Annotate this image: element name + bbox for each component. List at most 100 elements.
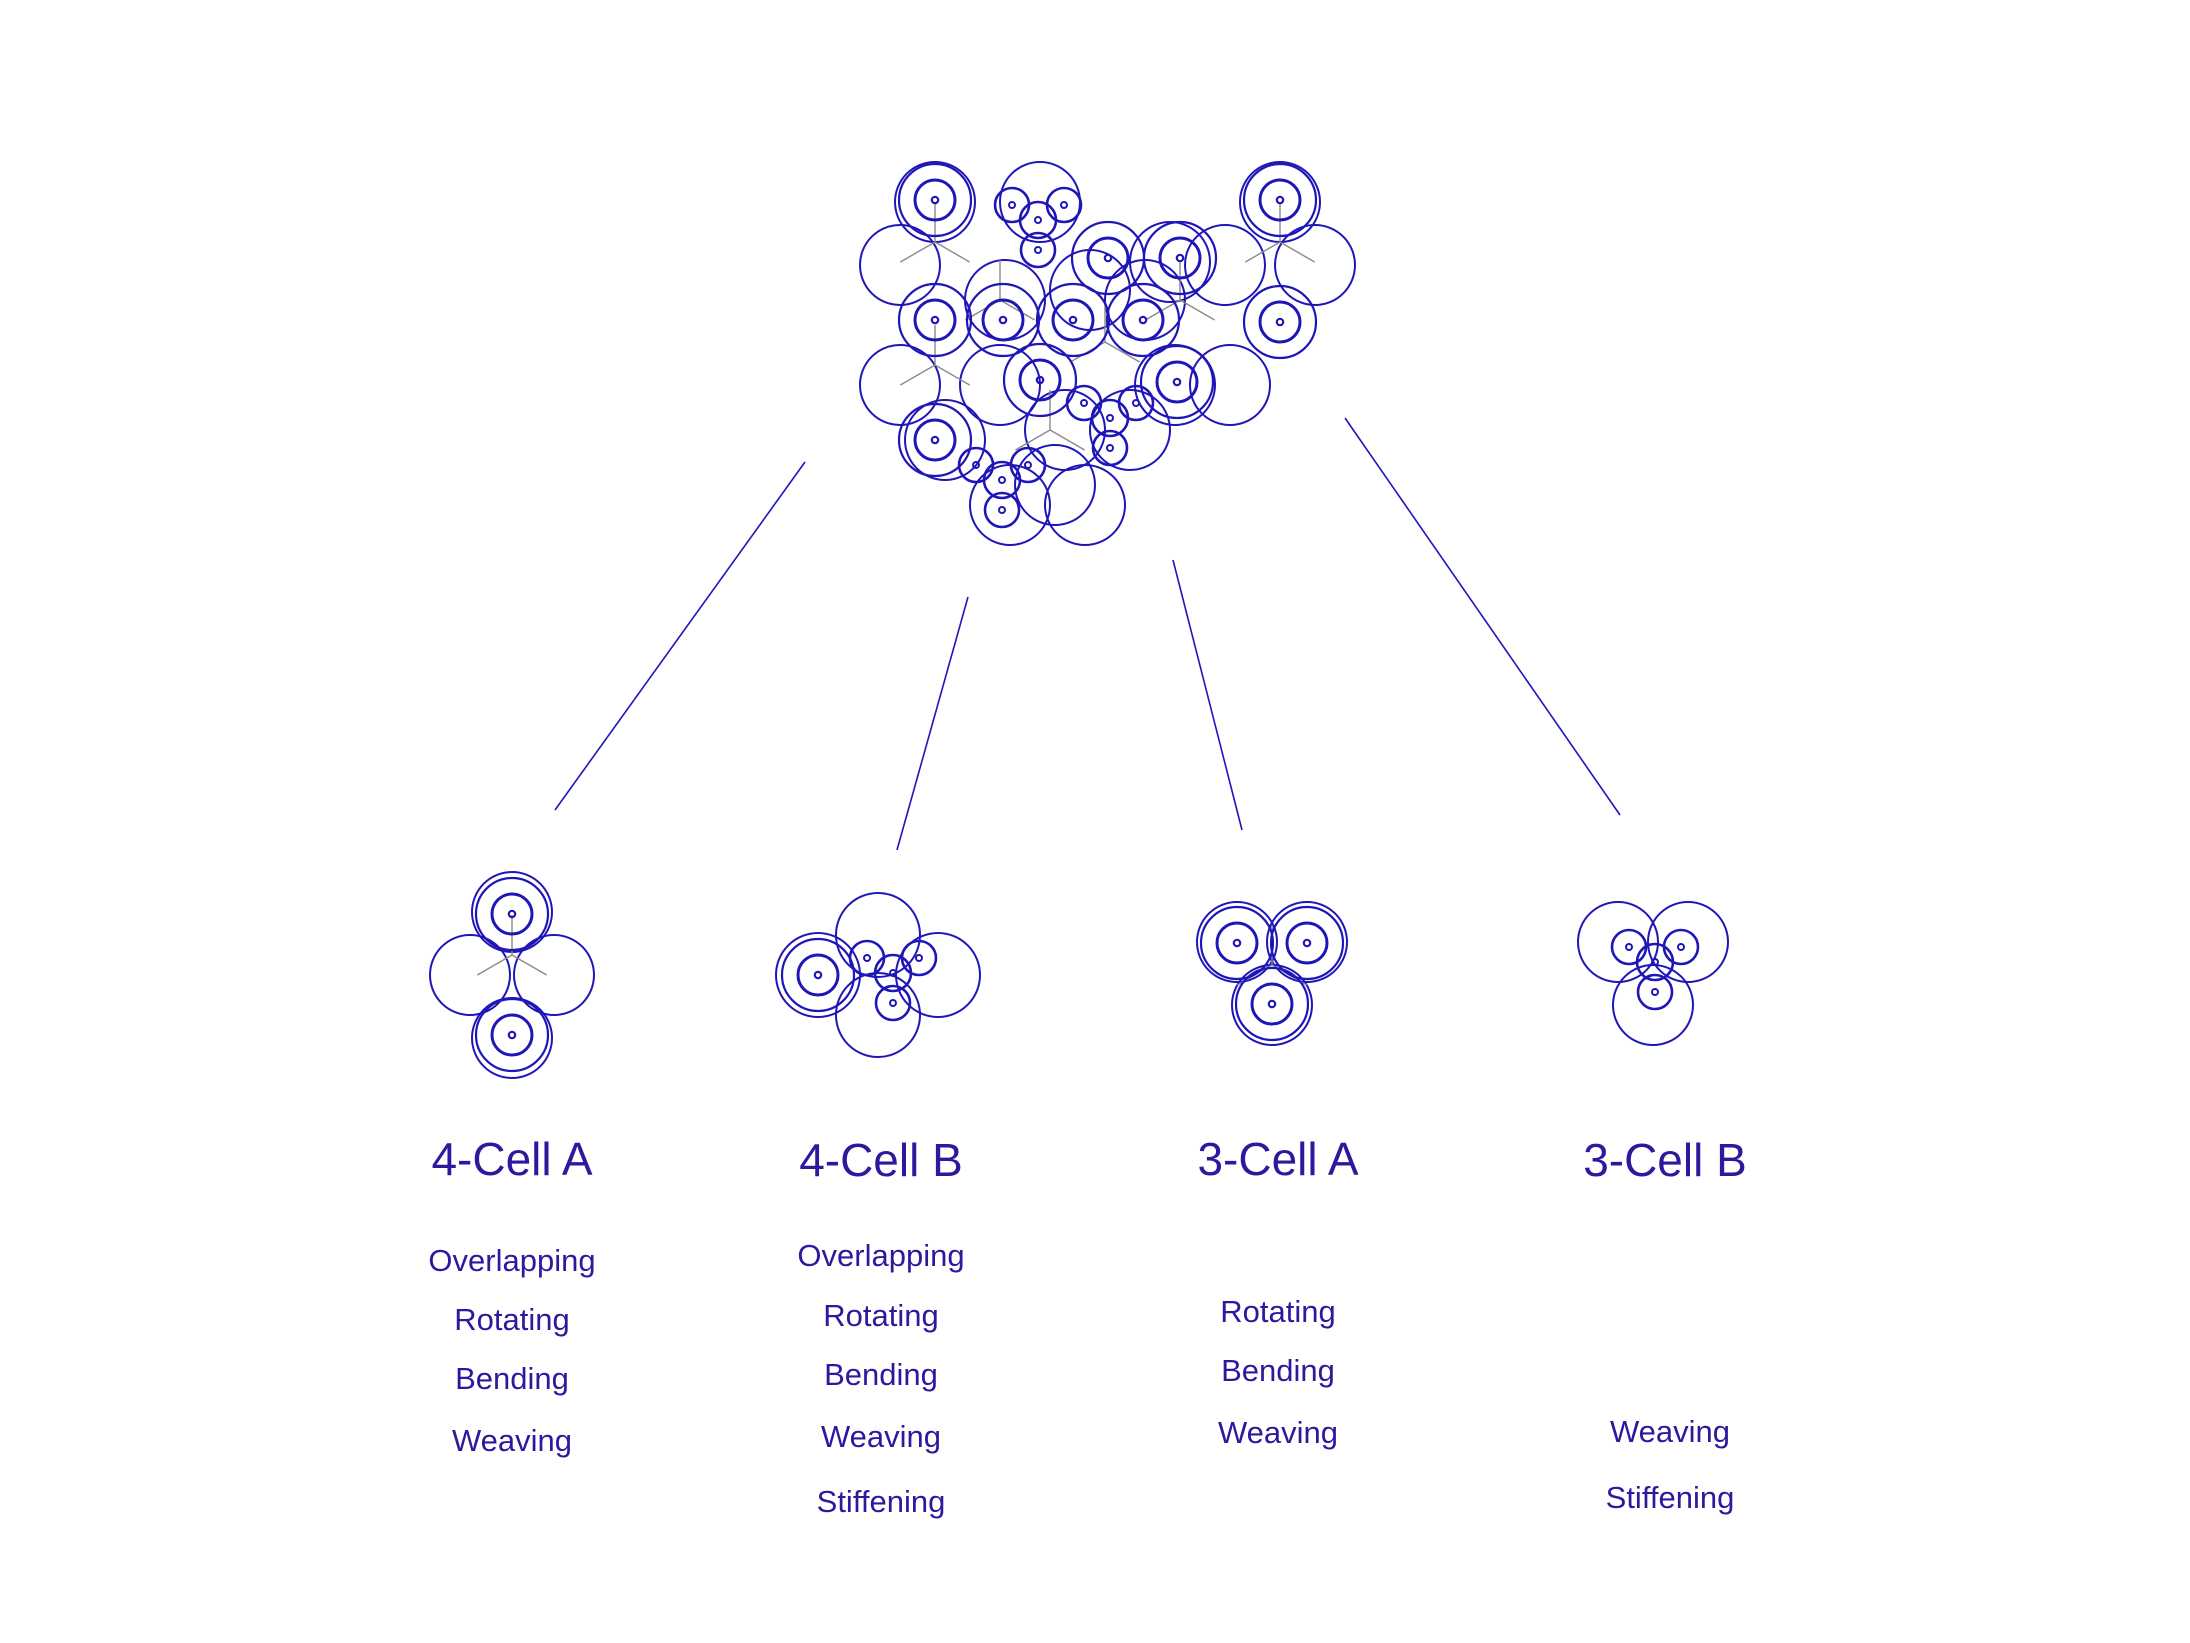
cell-inner-ring xyxy=(1285,921,1329,965)
hex-divider-line xyxy=(999,299,1035,321)
cell-outer-ring xyxy=(1234,966,1310,1042)
cluster-small-ring xyxy=(1065,384,1103,422)
lobe-outline xyxy=(1089,389,1171,471)
module-3-cell-b xyxy=(1577,901,1729,1046)
cell-outer-ring xyxy=(1002,342,1078,418)
cluster-small-ring xyxy=(1019,231,1057,269)
cell-core-dot xyxy=(1275,195,1285,205)
cell-inner-ring xyxy=(1121,298,1165,342)
lobe-outline xyxy=(1266,901,1348,983)
cell-outer-ring xyxy=(1139,344,1215,420)
cluster-small-ring xyxy=(1662,928,1700,966)
cluster-small-ring xyxy=(900,939,938,977)
cell-core-dot xyxy=(972,461,981,469)
cell-core-dot xyxy=(813,970,823,980)
cell-core-dot xyxy=(889,969,897,977)
cell-outer-ring xyxy=(897,402,973,478)
cell-core-dot xyxy=(1080,399,1089,407)
cluster-small-ring xyxy=(957,446,995,484)
module-4-cell-a xyxy=(429,871,595,1079)
cell-outer-ring xyxy=(1105,282,1181,358)
cell-core-dot xyxy=(930,435,940,445)
cluster-small-ring xyxy=(1045,186,1083,224)
lobe-outline xyxy=(1014,444,1096,526)
cluster-small-ring xyxy=(848,939,886,977)
lobe-outline xyxy=(859,224,941,306)
cluster-small-ring xyxy=(1009,446,1047,484)
lobe-outline xyxy=(1647,901,1729,983)
cell-inner-ring xyxy=(981,298,1025,342)
hex-divider-line xyxy=(1179,299,1215,321)
cell-inner-ring xyxy=(1258,300,1302,344)
lobe-outline xyxy=(959,344,1041,426)
property-label: Rotating xyxy=(823,1298,939,1333)
cell-outer-ring xyxy=(474,876,550,952)
lobe-outline xyxy=(859,344,941,426)
property-label: Weaving xyxy=(451,1423,573,1458)
lobe-outline xyxy=(904,399,986,481)
connector-line xyxy=(1344,417,1621,816)
lobe-outline xyxy=(969,464,1051,546)
cell-core-dot xyxy=(1106,414,1114,422)
cell-core-dot xyxy=(507,909,517,919)
lobe-outline xyxy=(835,972,921,1058)
hex-divider-line xyxy=(934,241,970,263)
cell-inner-ring xyxy=(1250,982,1294,1026)
hex-divider-line xyxy=(900,241,936,263)
lobe-outline xyxy=(1024,389,1106,471)
cell-core-dot xyxy=(930,195,940,205)
module-title-3-cell-b: 3-Cell B xyxy=(1583,1134,1747,1186)
cell-inner-ring xyxy=(913,418,957,462)
connector-line xyxy=(554,461,806,811)
property-label: Weaving xyxy=(1609,1414,1731,1449)
module-4-cell-b xyxy=(775,892,981,1058)
lobe-outline xyxy=(429,934,511,1016)
cluster-small-ring xyxy=(1091,429,1129,467)
cell-core-dot xyxy=(1131,399,1140,407)
property-label: Bending xyxy=(1221,1353,1335,1388)
lobe-outline xyxy=(1196,901,1278,983)
lobe-outline xyxy=(1189,344,1271,426)
module-title-4-cell-a: 4-Cell A xyxy=(431,1133,593,1185)
lobe-outline xyxy=(513,934,595,1016)
cell-core-dot xyxy=(998,506,1006,514)
cell-core-dot xyxy=(1106,444,1114,452)
hex-divider-line xyxy=(1104,341,1140,363)
connector-lines xyxy=(554,417,1621,851)
module-title-4-cell-b: 4-Cell B xyxy=(799,1134,963,1186)
property-label: Rotating xyxy=(1220,1294,1336,1329)
cell-inner-ring xyxy=(913,178,957,222)
cluster-small-ring xyxy=(983,491,1021,529)
cluster-small-ring xyxy=(1610,928,1648,966)
property-label: Overlapping xyxy=(797,1238,965,1273)
cell-core-dot xyxy=(889,999,897,1007)
assembled-cell-cluster xyxy=(859,161,1356,546)
property-label: Bending xyxy=(824,1357,938,1392)
cell-inner-ring xyxy=(490,892,534,936)
property-label: Weaving xyxy=(820,1419,942,1454)
cell-core-dot xyxy=(914,954,923,962)
hex-divider-line xyxy=(477,954,513,976)
cell-core-dot xyxy=(930,315,940,325)
hex-divider-line xyxy=(1245,241,1281,263)
cell-inner-ring xyxy=(1158,236,1202,280)
property-label: Overlapping xyxy=(428,1243,596,1278)
cell-core-dot xyxy=(1068,315,1078,325)
lobe-outline xyxy=(835,892,921,978)
cell-inner-ring xyxy=(1258,178,1302,222)
cell-core-dot xyxy=(1035,375,1045,385)
property-label: Stiffening xyxy=(816,1484,946,1519)
hex-divider-line xyxy=(934,364,970,386)
cell-core-dot xyxy=(1034,216,1042,224)
lobe-outline xyxy=(775,932,861,1018)
property-label: Stiffening xyxy=(1605,1480,1735,1515)
cell-inner-ring xyxy=(1018,358,1062,402)
property-label: Weaving xyxy=(1217,1415,1339,1450)
cell-core-dot xyxy=(1059,201,1068,209)
lobe-outline xyxy=(1184,224,1266,306)
cell-outer-ring xyxy=(1199,905,1275,981)
cell-core-dot xyxy=(1625,943,1634,951)
cell-inner-ring xyxy=(796,953,840,997)
cell-modules xyxy=(429,871,1729,1079)
